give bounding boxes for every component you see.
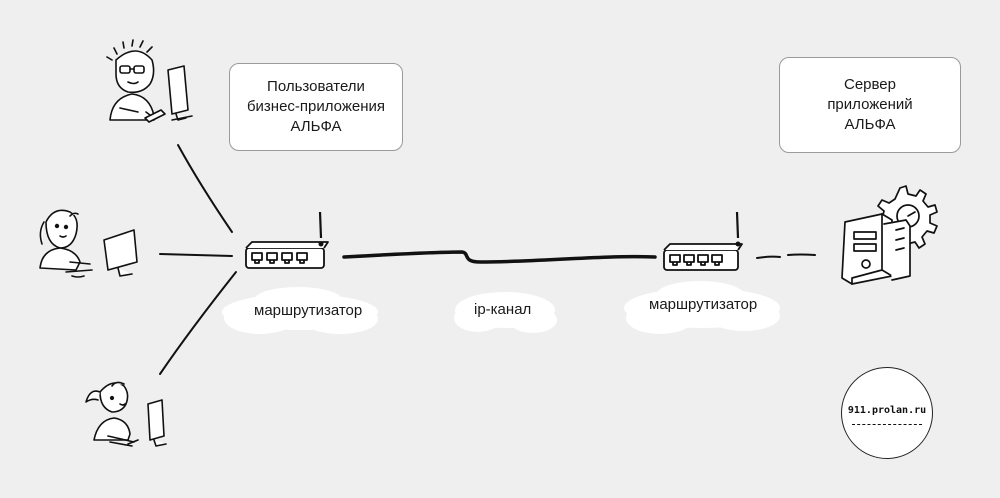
server-box-line-2: приложений (827, 96, 913, 113)
channel-label: ip-канал (474, 301, 532, 318)
router-right-cloud (624, 281, 780, 334)
server-box-line-1: Сервер (843, 76, 896, 93)
user-workstation-icon-3 (85, 381, 167, 447)
router-right-label: маршрутизатор (649, 296, 758, 313)
server-icon (841, 185, 938, 285)
router-right-icon (663, 211, 743, 271)
user-workstation-icon-1 (106, 39, 193, 123)
channel-cloud (454, 292, 557, 333)
site-stamp: 911.prolan.ru (841, 367, 933, 459)
router-left-cloud (222, 287, 378, 334)
server-box-line-3: АЛЬФА (844, 116, 896, 133)
user-workstation-icon-2 (39, 209, 138, 278)
connection-lines (159, 144, 816, 375)
router-left-label: маршрутизатор (254, 302, 363, 319)
users-box-line-2: бизнес-приложения (246, 98, 386, 115)
users-box: Пользователи бизнес-приложения АЛЬФА (229, 63, 403, 151)
server-box: Сервер приложений АЛЬФА (779, 57, 961, 153)
users-box-line-3: АЛЬФА (290, 118, 342, 135)
users-box-line-1: Пользователи (267, 78, 365, 95)
stamp-text: 911.prolan.ru (847, 405, 927, 416)
stamp-dash-line (852, 424, 922, 425)
router-left-icon (245, 211, 329, 269)
